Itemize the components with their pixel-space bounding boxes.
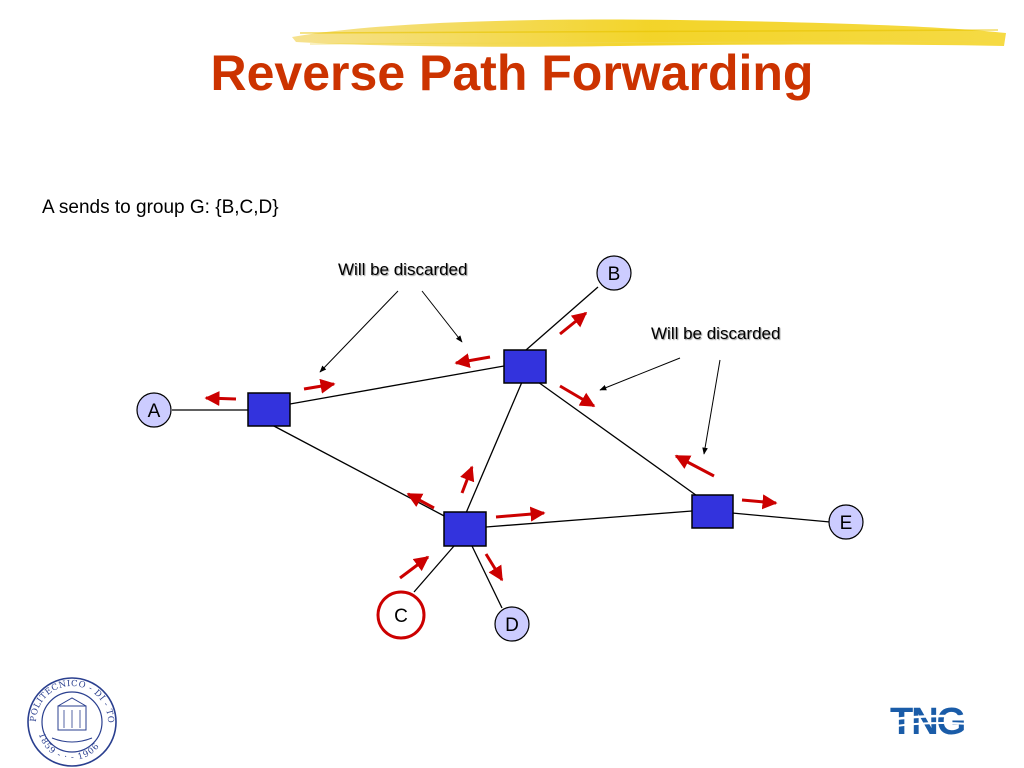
link-R1-R2 [289,365,505,405]
router-R1 [247,392,291,427]
callout-right: Will be discarded [599,324,780,455]
link-R3-R4 [485,510,693,528]
callout-left-pointer [421,290,463,343]
router-R2 [503,349,547,384]
host-E: E [828,504,864,540]
packet-arrows [204,311,778,582]
host-E-label: E [840,513,853,534]
link-R1-R3 [271,424,449,519]
packet-arrow [484,553,504,582]
callout-left-pointer [319,290,399,373]
packet-arrow [559,311,588,336]
slide-title: Reverse Path Forwarding [210,45,814,101]
tng-logo: TNG [887,701,997,742]
routers [247,349,734,547]
host-D: D [494,606,530,642]
packet-arrow [460,465,475,494]
callout-right-pointer [702,359,721,455]
callout-right-pointer [599,357,681,391]
host-E-circle [828,504,864,540]
callout-left-text: Will be discarded [338,260,467,279]
packet-arrow [399,555,430,580]
router-R3 [443,511,487,547]
callout-right-text: Will be discarded [651,324,780,343]
host-A-circle [136,392,172,428]
link-R2-B [525,286,599,351]
host-B-label: B [608,264,621,285]
host-A-label: A [148,401,161,422]
host-B-circle [596,255,632,291]
packet-arrow [674,454,715,478]
router-R4 [691,494,734,529]
link-R2-R4 [537,381,701,499]
host-D-label: D [505,615,519,636]
host-B: B [596,255,632,291]
host-C-circle [376,590,426,640]
politecnico-di-torino-seal-logo: POLITECNICO - DI - TORINO 1859 - · - 190… [24,676,117,767]
link-R3-C [413,545,455,593]
packet-arrow [204,390,237,406]
callout-left: Will be discarded [319,260,467,373]
packet-arrow [303,378,336,394]
svg-text:TNG: TNG [890,701,965,742]
host-A: A [136,392,172,428]
slide-subtitle: A sends to group G: {B,C,D} [42,197,279,218]
link-R4-E [731,512,831,523]
packet-arrow [406,492,435,510]
packet-arrow [495,506,546,522]
packet-arrow [454,353,491,369]
packet-arrow [741,494,778,510]
host-D-circle [494,606,530,642]
packet-arrow [559,384,596,408]
host-C-label: C [394,606,408,627]
link-R2-R3 [465,381,523,514]
link-R3-D [471,545,503,609]
host-C: C [376,590,426,640]
